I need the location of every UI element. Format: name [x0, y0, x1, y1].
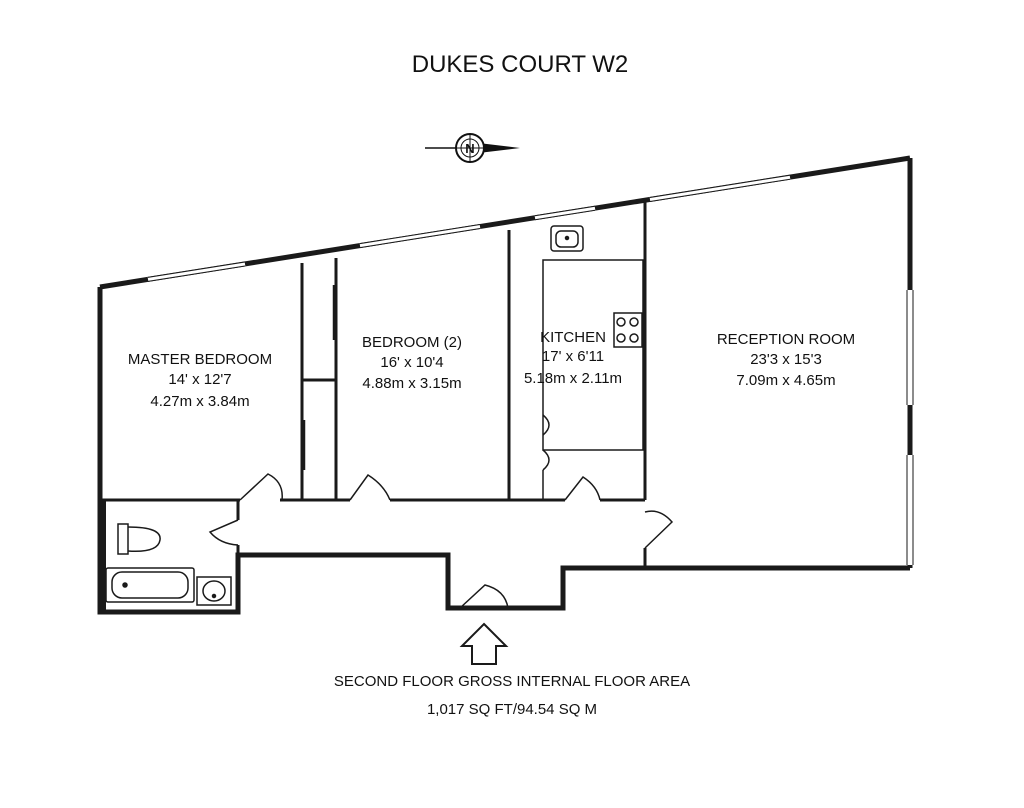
floor-area-label: SECOND FLOOR GROSS INTERNAL FLOOR AREA — [334, 673, 690, 690]
room-reception: RECEPTION ROOM 23'3 x 15'3 7.09m x 4.65m — [717, 331, 855, 389]
room-imperial: 14' x 12'7 — [168, 371, 231, 388]
room-bedroom-2: BEDROOM (2) 16' x 10'4 4.88m x 3.15m — [362, 334, 462, 392]
door-swings — [208, 473, 674, 609]
room-kitchen: KITCHEN 17' x 6'11 5.18m x 2.11m — [524, 329, 622, 387]
room-metric: 7.09m x 4.65m — [736, 372, 835, 389]
room-metric: 4.27m x 3.84m — [150, 393, 249, 410]
room-name: KITCHEN — [540, 329, 606, 346]
kitchen-fittings — [542, 225, 644, 500]
room-name: BEDROOM (2) — [362, 334, 462, 351]
entrance-arrow-icon — [459, 622, 509, 665]
interior-walls — [97, 202, 647, 612]
compass-label: N — [465, 141, 474, 156]
floor-area-value: 1,017 SQ FT/94.54 SQ M — [427, 701, 597, 718]
room-metric: 5.18m x 2.11m — [524, 370, 622, 387]
wardrobe-doors — [302, 285, 336, 470]
room-imperial: 16' x 10'4 — [380, 354, 443, 371]
room-imperial: 17' x 6'11 — [542, 348, 604, 365]
windows-right — [906, 290, 914, 565]
bathroom-fittings — [105, 523, 232, 606]
room-name: MASTER BEDROOM — [128, 351, 272, 368]
room-name: RECEPTION ROOM — [717, 331, 855, 348]
room-imperial: 23'3 x 15'3 — [750, 351, 822, 368]
plan-title: DUKES COURT W2 — [412, 51, 628, 78]
room-master-bedroom: MASTER BEDROOM 14' x 12'7 4.27m x 3.84m — [128, 351, 272, 410]
windows-top — [147, 174, 791, 282]
north-compass-icon: N — [425, 133, 520, 163]
room-metric: 4.88m x 3.15m — [362, 375, 461, 392]
